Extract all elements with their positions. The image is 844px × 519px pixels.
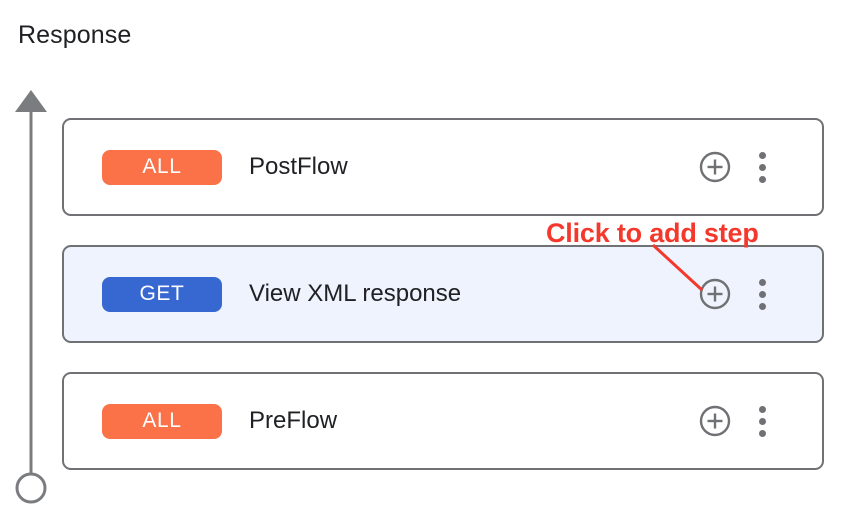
flow-direction-axis [0, 80, 62, 514]
card-actions [699, 405, 771, 437]
flow-step-name: View XML response [249, 280, 462, 307]
more-vertical-icon[interactable] [753, 151, 771, 183]
flow-step-name: PostFlow [249, 153, 348, 180]
method-badge: ALL [102, 149, 222, 185]
flow-step-list: ALL PostFlow GET View XML response [62, 118, 824, 470]
plus-circle-icon[interactable] [699, 278, 731, 310]
annotation-label: Click to add step [546, 218, 759, 248]
plus-circle-icon[interactable] [699, 405, 731, 437]
more-vertical-icon[interactable] [753, 278, 771, 310]
flow-step-name: PreFlow [249, 407, 338, 434]
method-badge: ALL [102, 403, 222, 439]
method-badge: GET [102, 276, 222, 312]
card-actions [699, 151, 771, 183]
flow-card-view-xml-response[interactable]: GET View XML response [62, 245, 824, 343]
card-actions [699, 278, 771, 310]
arrow-up-icon [15, 90, 47, 474]
flow-card-preflow[interactable]: ALL PreFlow [62, 372, 824, 470]
plus-circle-icon[interactable] [699, 151, 731, 183]
more-vertical-icon[interactable] [753, 405, 771, 437]
page-title: Response [18, 21, 132, 49]
circle-endpoint-icon [15, 472, 47, 504]
flow-card-postflow[interactable]: ALL PostFlow [62, 118, 824, 216]
